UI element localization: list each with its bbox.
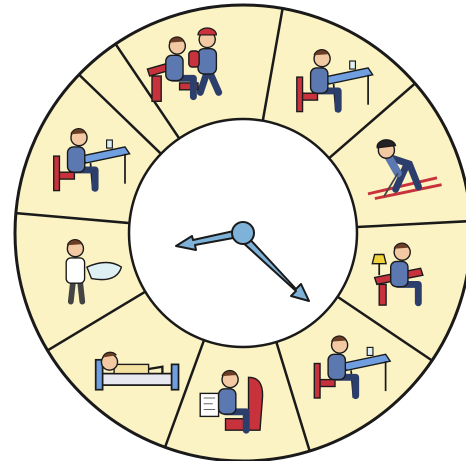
clock-center-pin: [232, 222, 254, 244]
clock-face: [129, 119, 357, 347]
